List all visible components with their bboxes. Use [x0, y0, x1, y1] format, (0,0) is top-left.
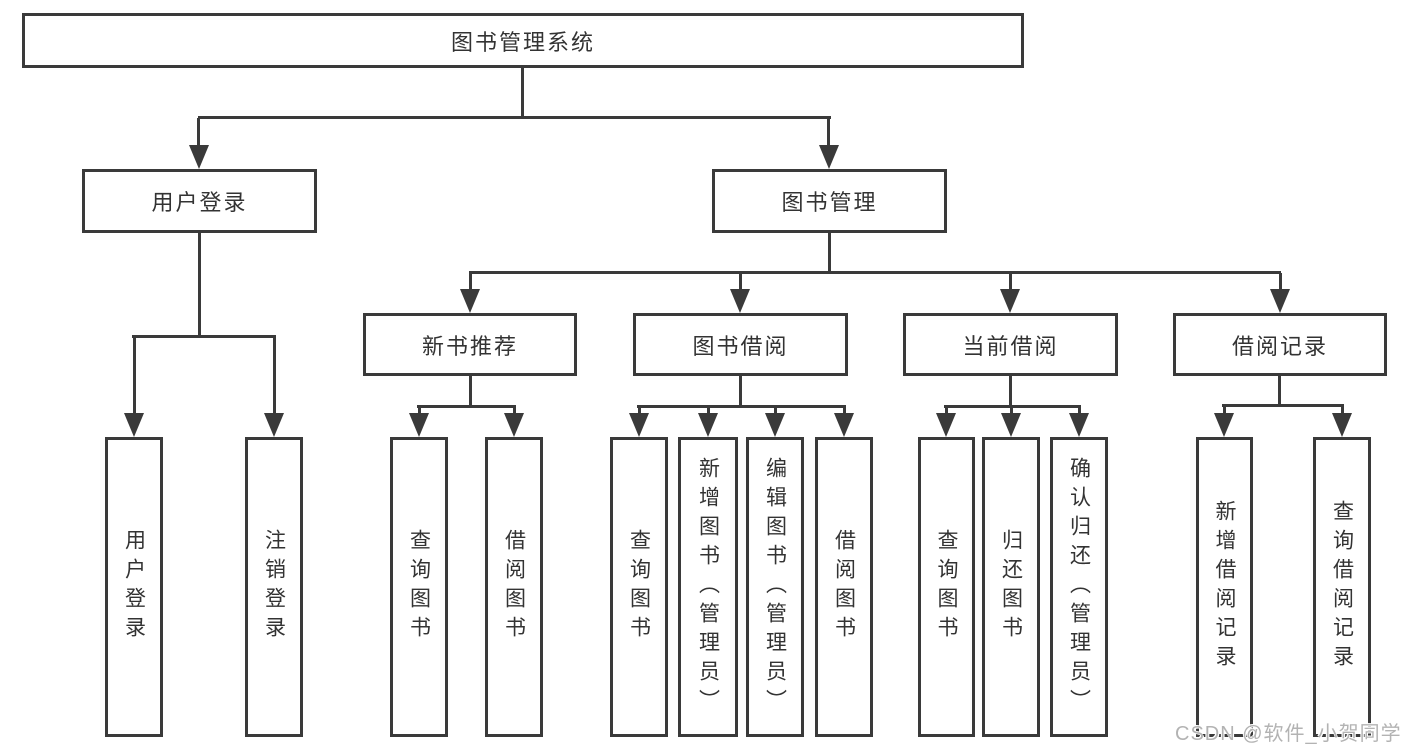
connector-user-login-stem — [198, 233, 201, 337]
arrowhead-icon — [460, 289, 480, 313]
leaf-confirm-return-admin: 确认归还（管理员） — [1050, 437, 1108, 737]
connector-user-login-drop — [197, 118, 200, 150]
connector-level3-drop — [1009, 273, 1012, 293]
node-book-borrowing-label: 图书借阅 — [692, 333, 789, 359]
arrowhead-icon — [765, 413, 785, 437]
leaf-return-books: 归还图书 — [982, 437, 1040, 737]
node-new-book-recommend-label: 新书推荐 — [421, 333, 518, 359]
connector-new-book-stem — [469, 376, 472, 408]
node-book-management-label: 图书管理 — [781, 190, 878, 215]
node-new-book-recommend: 新书推荐 — [363, 313, 577, 376]
connector-leaf-drop — [418, 407, 421, 415]
arrowhead-icon — [504, 413, 524, 437]
arrowhead-icon — [124, 413, 144, 437]
node-user-login: 用户登录 — [82, 169, 317, 233]
arrowhead-icon — [409, 413, 429, 437]
arrowhead-icon — [1000, 289, 1020, 313]
connector-leaf-drop — [638, 407, 641, 415]
arrowhead-icon — [264, 413, 284, 437]
connector-leaf-drop — [1341, 406, 1344, 415]
node-root-label: 图书管理系统 — [450, 29, 595, 55]
node-root: 图书管理系统 — [22, 13, 1024, 68]
connector-leaf-drop — [945, 407, 948, 415]
arrowhead-book-management-icon — [819, 145, 839, 169]
node-book-borrowing: 图书借阅 — [633, 313, 848, 376]
arrowhead-icon — [936, 413, 956, 437]
leaf-query-books-borrow-label: 查询图书 — [627, 529, 651, 645]
node-current-borrowing-label: 当前借阅 — [962, 333, 1059, 359]
node-borrowing-records-label: 借阅记录 — [1231, 333, 1328, 359]
leaf-edit-book-admin: 编辑图书（管理员） — [746, 437, 804, 737]
connector-leaf-drop — [1010, 407, 1013, 415]
leaf-return-books-label: 归还图书 — [999, 529, 1023, 645]
arrowhead-icon — [1069, 413, 1089, 437]
connector-leaf-drop — [774, 407, 777, 415]
connector-level3-drop — [1279, 273, 1282, 293]
connector-book-management-stem — [828, 233, 831, 273]
connector-leaf-drop — [133, 337, 136, 417]
leaf-borrow-books-borrow-label: 借阅图书 — [832, 529, 856, 645]
arrowhead-icon — [1214, 413, 1234, 437]
connector-book-management-drop — [827, 118, 830, 150]
leaf-borrow-books-new: 借阅图书 — [485, 437, 543, 737]
watermark: CSDN @软件_小贺同学 — [1175, 723, 1402, 745]
leaf-query-books-current: 查询图书 — [918, 437, 975, 737]
leaf-logout-label: 注销登录 — [262, 529, 286, 645]
connector-leaf-drop — [843, 407, 846, 415]
node-current-borrowing: 当前借阅 — [903, 313, 1118, 376]
connector-root-stem — [521, 68, 524, 118]
leaf-logout: 注销登录 — [245, 437, 303, 737]
arrowhead-icon — [1270, 289, 1290, 313]
leaf-add-borrow-record-label: 新增借阅记录 — [1213, 500, 1236, 674]
connector-book-borrow-stem — [739, 376, 742, 407]
arrowhead-user-login-icon — [189, 145, 209, 169]
node-borrowing-records: 借阅记录 — [1173, 313, 1387, 376]
connector-borrow-record-bus — [1222, 404, 1344, 407]
arrowhead-icon — [834, 413, 854, 437]
arrowhead-icon — [1001, 413, 1021, 437]
arrowhead-icon — [698, 413, 718, 437]
connector-borrow-record-stem — [1278, 376, 1281, 406]
leaf-user-login-label: 用户登录 — [122, 529, 146, 645]
leaf-query-borrow-record-label: 查询借阅记录 — [1330, 500, 1354, 674]
connector-level3-drop — [469, 273, 472, 293]
leaf-query-books-new-label: 查询图书 — [407, 529, 431, 645]
connector-level2-bus — [198, 116, 831, 119]
connector-level3-drop — [739, 273, 742, 293]
connector-current-borrow-bus — [944, 405, 1081, 408]
leaf-borrow-books-borrow: 借阅图书 — [815, 437, 873, 737]
connector-leaf-drop — [1223, 406, 1226, 415]
arrowhead-icon — [730, 289, 750, 313]
leaf-query-books-borrow: 查询图书 — [610, 437, 668, 737]
connector-leaf-drop — [273, 337, 276, 417]
connector-leaf-drop — [513, 407, 516, 415]
connector-level3-bus — [469, 271, 1281, 274]
arrowhead-icon — [629, 413, 649, 437]
connector-new-book-bus — [417, 405, 516, 408]
leaf-add-borrow-record: 新增借阅记录 — [1196, 437, 1253, 737]
arrowhead-icon — [1332, 413, 1352, 437]
connector-leaf-drop — [707, 407, 710, 415]
connector-leaf-drop — [1078, 407, 1081, 415]
leaf-add-book-admin-label: 新增图书（管理员） — [696, 456, 720, 718]
node-book-management: 图书管理 — [712, 169, 947, 233]
leaf-confirm-return-admin-label: 确认归还（管理员） — [1067, 456, 1091, 718]
node-user-login-label: 用户登录 — [151, 190, 248, 215]
leaf-add-book-admin: 新增图书（管理员） — [678, 437, 738, 737]
leaf-borrow-books-new-label: 借阅图书 — [502, 529, 526, 645]
leaf-user-login: 用户登录 — [105, 437, 163, 737]
leaf-query-borrow-record: 查询借阅记录 — [1313, 437, 1371, 737]
connector-current-borrow-stem — [1009, 376, 1012, 407]
leaf-query-books-new: 查询图书 — [390, 437, 448, 737]
leaf-query-books-current-label: 查询图书 — [935, 529, 958, 645]
leaf-edit-book-admin-label: 编辑图书（管理员） — [763, 456, 787, 718]
connector-book-borrow-bus — [637, 405, 846, 408]
connector-user-login-bus — [132, 335, 276, 338]
